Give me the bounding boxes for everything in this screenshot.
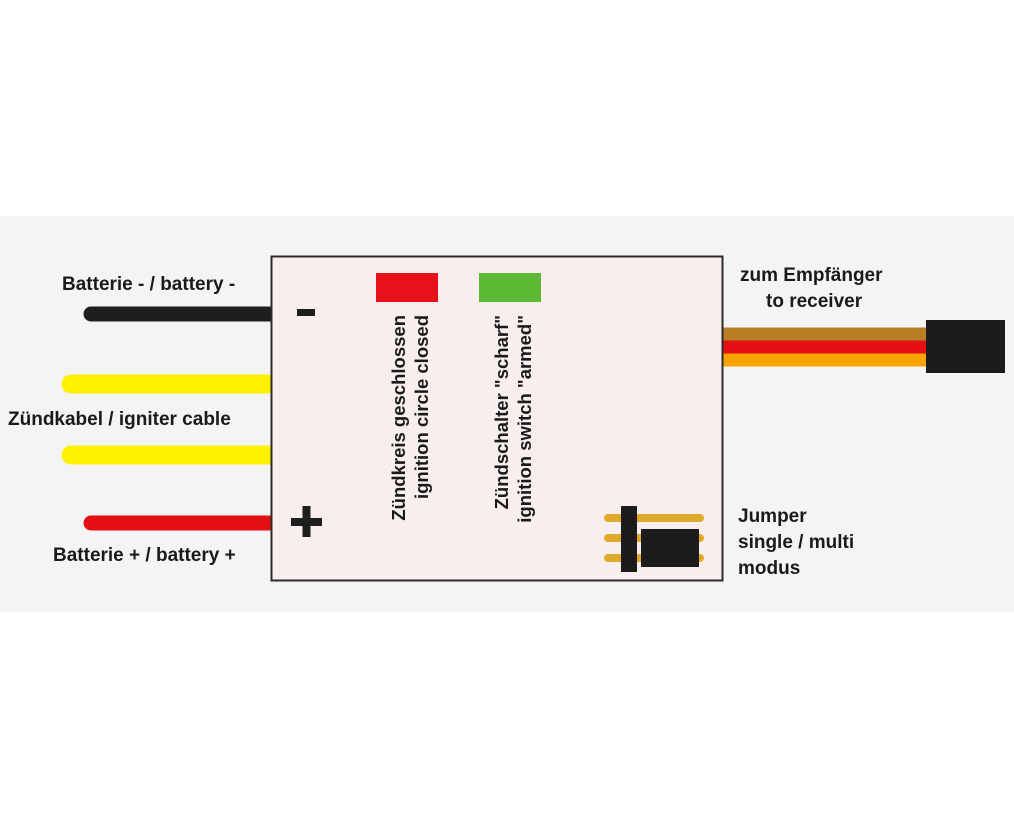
receiver-label-line2: to receiver <box>766 291 863 312</box>
jumper-label-line1: Jumper <box>738 506 807 527</box>
jumper-label-line2: single / multi <box>738 532 854 553</box>
red-led <box>376 273 438 302</box>
jumper-header-bar <box>621 506 637 572</box>
receiver-connector <box>926 320 1005 373</box>
green-led-label-line2: ignition switch "armed" <box>514 315 535 523</box>
receiver-label-line1: zum Empfänger <box>740 265 883 286</box>
minus-symbol <box>297 309 315 316</box>
jumper-header <box>604 506 704 572</box>
plus-symbol-vertical <box>302 506 311 537</box>
green-led-label-line1: Zündschalter "scharf" <box>491 315 512 509</box>
jumper-label-line3: modus <box>738 558 800 579</box>
battery-plus-label: Batterie + / battery + <box>53 545 236 566</box>
jumper-cap <box>641 529 699 567</box>
igniter-cable-label: Zündkabel / igniter cable <box>8 409 231 430</box>
green-led <box>479 273 541 302</box>
red-led-label-line1: Zündkreis geschlossen <box>388 315 409 521</box>
red-led-label-line2: ignition circle closed <box>411 315 432 499</box>
module-box <box>270 255 724 582</box>
battery-minus-label: Batterie - / battery - <box>62 274 235 295</box>
